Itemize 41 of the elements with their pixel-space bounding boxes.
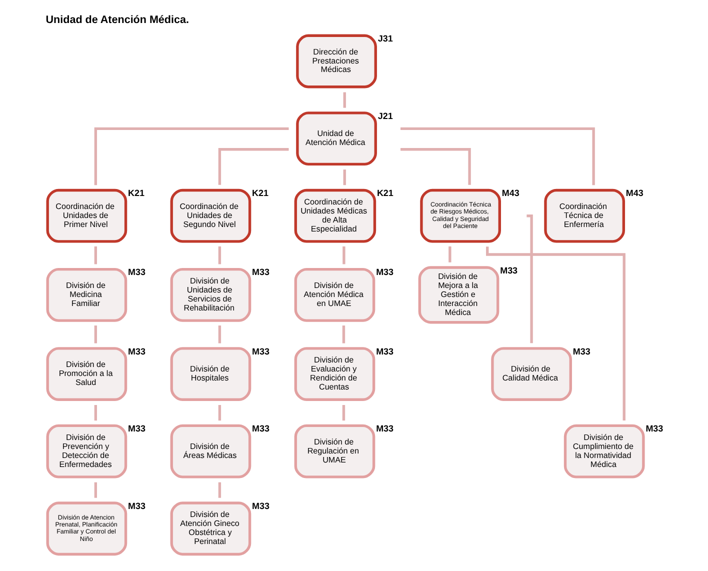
diagram-title: Unidad de Atención Médica.: [45, 14, 188, 26]
node-label: M33: [376, 346, 394, 356]
connector: [342, 170, 346, 186]
connector: [342, 92, 346, 108]
connector: [218, 148, 288, 185]
connector: [218, 482, 221, 498]
node-label: M33: [128, 267, 145, 278]
connector: [400, 148, 470, 185]
node-label: M33: [128, 346, 145, 356]
node-label: M33: [376, 424, 394, 434]
connector: [486, 246, 625, 421]
node-label: J31: [377, 33, 392, 44]
node-label: M33: [376, 267, 394, 278]
node-label: M33: [252, 500, 269, 511]
connector: [94, 405, 97, 421]
node-label: M43: [501, 188, 519, 198]
connector: [342, 405, 345, 421]
node-label: M33: [252, 424, 269, 434]
node-label: M33: [572, 346, 590, 356]
node-label: K21: [128, 188, 144, 198]
node-label: M33: [128, 500, 145, 511]
connector: [94, 326, 97, 344]
node-label: M33: [500, 265, 518, 276]
connector: [94, 246, 97, 264]
node-label: M33: [252, 267, 269, 278]
connector: [218, 326, 221, 344]
connector: [342, 326, 345, 344]
node-label: M43: [625, 188, 643, 198]
node-label: M33: [645, 424, 663, 434]
connector: [218, 246, 221, 264]
connector: [400, 127, 594, 186]
node-label: J21: [377, 110, 392, 121]
node-label: K21: [252, 188, 268, 198]
connector: [94, 482, 97, 498]
node-label: K21: [376, 188, 393, 198]
node-label: M33: [128, 424, 145, 434]
connector: [448, 246, 451, 262]
connector: [218, 405, 221, 421]
connector: [342, 246, 345, 264]
connector: [94, 127, 288, 186]
node-label: M33: [252, 346, 269, 356]
